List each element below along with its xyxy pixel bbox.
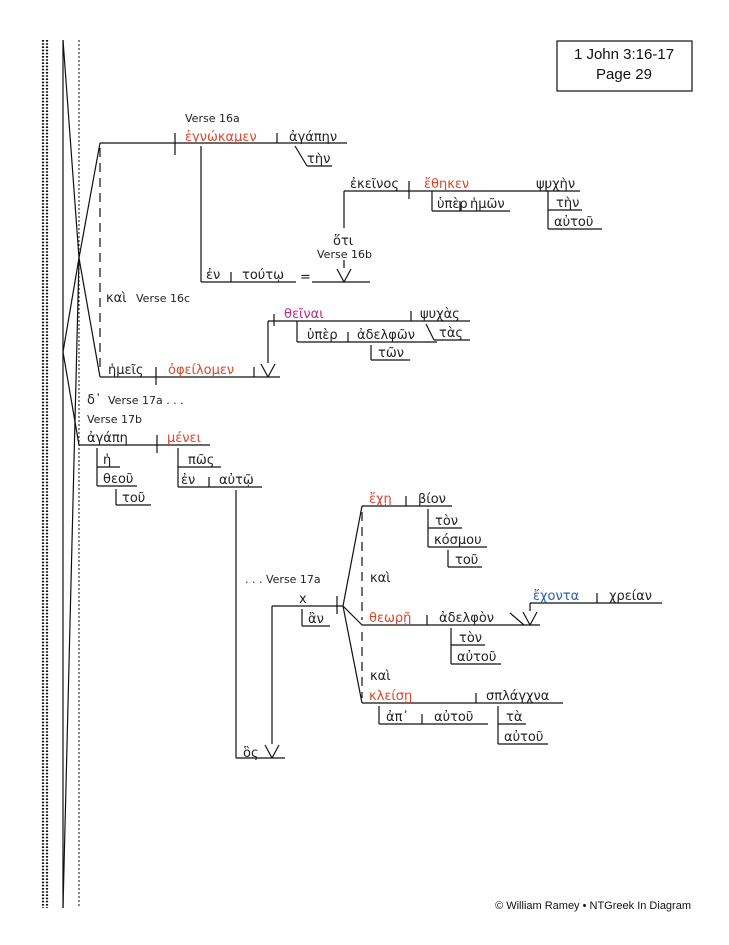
- title-page: Page 29: [596, 66, 652, 83]
- left-border: [41, 39, 80, 909]
- label-verse-17a-cont: Verse 17a . . .: [108, 394, 184, 407]
- word-autou-c: αὐτοῦ: [434, 710, 473, 725]
- word-bion: βίον: [418, 492, 446, 507]
- title-reference: 1 John 3:16-17: [574, 46, 674, 63]
- word-theou: θεοῦ: [103, 472, 133, 487]
- word-hemeis: ἡμεῖς: [108, 363, 144, 378]
- word-equals: =: [300, 270, 311, 285]
- word-adelphon-b: ἀδελφὸν: [439, 611, 494, 626]
- word-auto: αὐτῷ: [219, 473, 254, 488]
- verse-16a: Verse 16a ἐγνώκαμεν ἀγάπην τὴν ἐν τούτῳ …: [100, 112, 372, 285]
- word-autou-b: αὐτοῦ: [457, 650, 496, 665]
- transition-verse-17: δ᾽ Verse 17a . . . Verse 17b: [87, 393, 184, 426]
- word-tas: τὰς: [439, 326, 463, 341]
- word-touto: τούτῳ: [242, 268, 284, 283]
- word-tou: τοῦ: [122, 491, 145, 506]
- footer-copyright: © William Ramey • NTGreek In Diagram: [495, 900, 691, 912]
- word-egnokamen: ἐγνώκαμεν: [185, 130, 257, 145]
- word-kai-b: καὶ: [370, 571, 391, 586]
- word-eche: ἔχῃ: [369, 492, 392, 507]
- word-etheken: ἔθηκεν: [424, 177, 469, 192]
- compound-connector: [62, 142, 101, 446]
- word-kai-a: καὶ: [106, 291, 127, 306]
- verse-17b: ἀγάπη μένει ἡ θεοῦ τοῦ πῶς ἐν αὐτῷ ὃς . …: [79, 431, 343, 761]
- word-an: ἂν: [308, 612, 324, 627]
- verse-17a: καὶ καὶ ἔχῃ βίον τὸν κόσμου τοῦ θεωρῇ ἀδ…: [342, 492, 662, 745]
- word-ekeinos: ἐκεῖνος: [350, 177, 399, 192]
- label-verse-17a-lead: . . . Verse 17a: [245, 573, 321, 586]
- label-verse-16b: Verse 16b: [317, 248, 372, 261]
- word-x: x: [299, 592, 307, 607]
- word-ta: τὰ: [506, 710, 522, 725]
- word-ton-c: τὸν: [459, 631, 482, 646]
- word-tou2: τοῦ: [455, 553, 478, 568]
- word-autou-d: αὐτοῦ: [504, 730, 543, 745]
- word-hemon: ἡμῶν: [470, 197, 505, 212]
- word-en-a: ἐν: [206, 268, 220, 283]
- word-kosmou: κόσμου: [434, 533, 482, 548]
- verse-16c: καὶ Verse 16c ἡμεῖς ὀφείλομεν θεῖναι ψυχ…: [100, 291, 470, 385]
- label-verse-16c: Verse 16c: [136, 292, 190, 305]
- word-theinai: θεῖναι: [284, 307, 324, 322]
- word-ton-a: τῶν: [378, 346, 404, 361]
- word-kleise: κλείσῃ: [369, 689, 412, 704]
- word-splanchna: σπλάγχνα: [486, 689, 549, 704]
- word-agape: ἀγάπη: [87, 431, 128, 446]
- word-menei: μένει: [167, 431, 201, 446]
- word-en-b: ἐν: [181, 473, 195, 488]
- word-adelphon-a: ἀδελφῶν: [357, 328, 415, 343]
- word-hyper-b: ὑπὲρ: [307, 328, 338, 343]
- word-theore: θεωρῇ: [369, 611, 411, 626]
- word-pos: πῶς: [188, 453, 214, 468]
- word-ten2: τὴν: [556, 196, 579, 211]
- word-hyper-a: ὑπὲρ: [437, 197, 468, 212]
- word-psychen: ψυχὴν: [536, 177, 575, 192]
- word-chreian: χρείαν: [609, 589, 652, 604]
- word-kai-c: καὶ: [370, 669, 391, 684]
- word-ten: τὴν: [307, 152, 330, 167]
- word-he: ἡ: [103, 453, 111, 468]
- word-autou-a: αὐτοῦ: [554, 215, 593, 230]
- word-echonta: ἔχοντα: [533, 589, 579, 604]
- word-d: δ᾽: [87, 393, 101, 408]
- word-ton-b: τὸν: [435, 514, 458, 529]
- title-box: 1 John 3:16-17 Page 29: [556, 40, 693, 92]
- word-hoti: ὅτι: [333, 234, 353, 249]
- label-verse-17b: Verse 17b: [87, 413, 142, 426]
- word-psychas: ψυχὰς: [420, 307, 460, 322]
- word-hos: ὃς: [243, 746, 259, 761]
- word-ap: ἀπ᾽: [386, 710, 409, 725]
- verse-16b: ἐκεῖνος ἔθηκεν ψυχὴν ὑπὲρ ἡμῶν τὴν αὐτοῦ: [343, 177, 602, 230]
- word-opheilomen: ὀφείλομεν: [168, 363, 234, 378]
- word-agapen: ἀγάπην: [289, 130, 337, 145]
- label-verse-16a: Verse 16a: [185, 112, 240, 125]
